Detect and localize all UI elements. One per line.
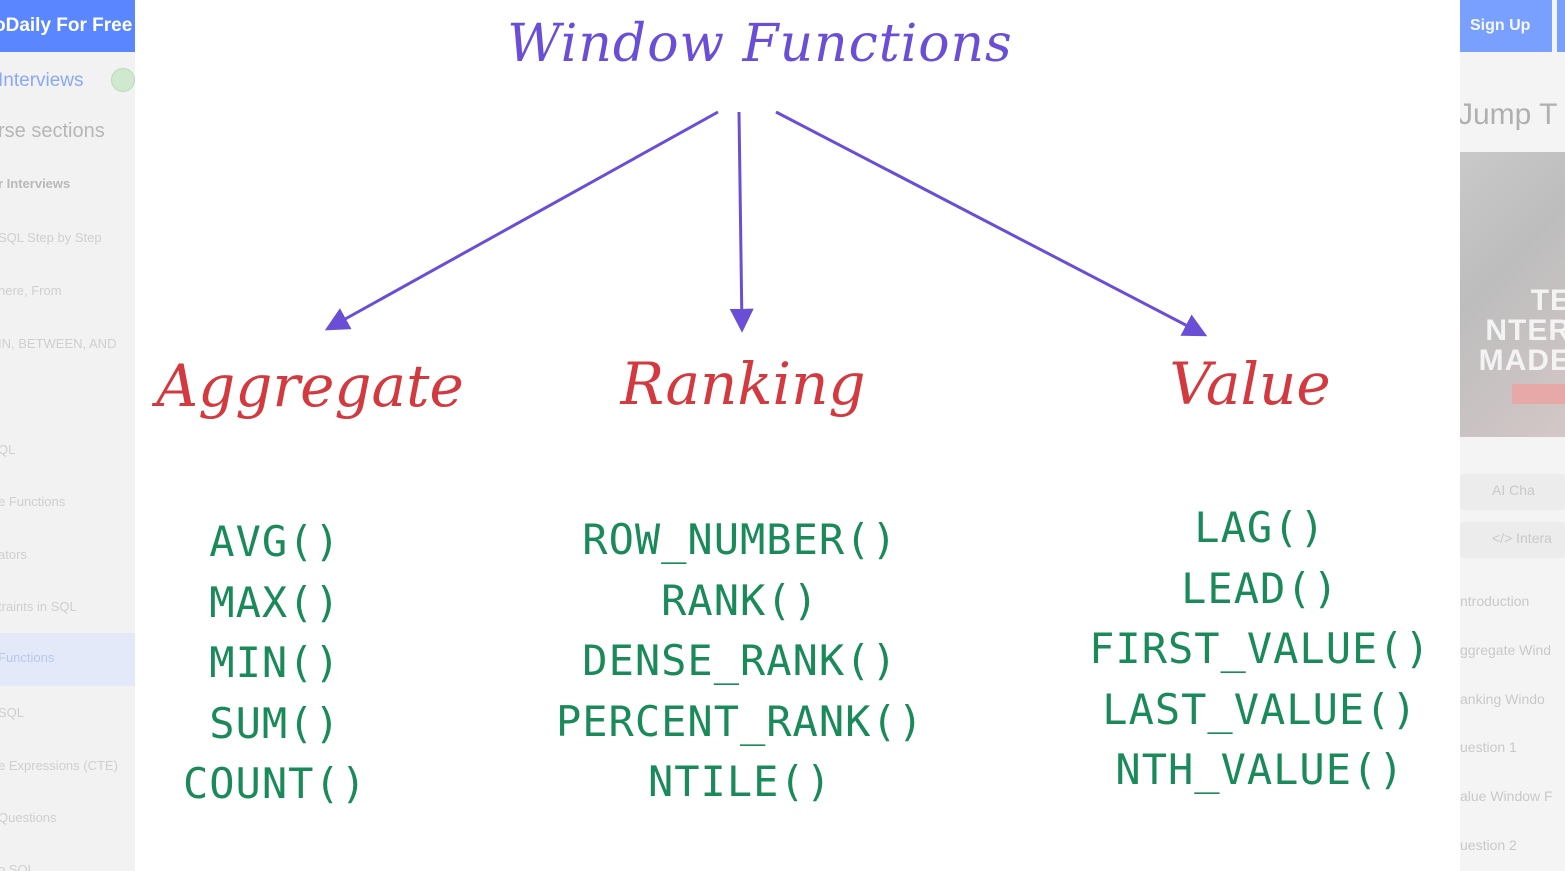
promo-image-text: TE <box>1530 284 1565 317</box>
category-ranking: Ranking <box>620 350 866 418</box>
aggregate-functions-list: AVG() MAX() MIN() SUM() COUNT() <box>155 512 395 815</box>
badge-icon <box>111 68 135 92</box>
window-functions-diagram: Window Functions Aggregate Ranking Value… <box>135 0 1460 871</box>
sidebar-item[interactable]: IN, BETWEEN, AND <box>0 336 117 351</box>
sidebar-item[interactable]: SQL Step by Step <box>0 230 102 245</box>
jump-to-title: Jump T <box>1460 98 1558 131</box>
function-label: LAST_VALUE() <box>1102 684 1418 734</box>
category-aggregate: Aggregate <box>156 352 464 420</box>
diagram-title: Window Functions <box>507 14 1013 74</box>
arrow-to-ranking <box>729 111 754 333</box>
function-label: LAG() <box>1194 503 1326 552</box>
promo-image-text: NTER <box>1485 314 1565 347</box>
sidebar-item[interactable]: o SQL <box>0 862 35 871</box>
promo-image-text: MADE <box>1478 344 1565 377</box>
sidebar-group-heading[interactable]: r Interviews <box>0 176 71 191</box>
function-label: NTH_VALUE() <box>1115 745 1405 794</box>
function-label: NTILE() <box>647 757 832 806</box>
promo-image-button <box>1512 384 1565 404</box>
toc-item[interactable]: ggregate Wind <box>1460 642 1552 658</box>
value-functions-list: LAG() LEAD() FIRST_VALUE() LAST_VALUE() … <box>1060 498 1460 801</box>
sidebar-item-active[interactable]: Functions <box>0 633 135 686</box>
arrow-to-value <box>775 110 1208 337</box>
arrow-to-aggregate <box>324 110 719 331</box>
sidebar-item[interactable]: e Expressions (CTE) <box>0 758 118 773</box>
sidebar-item[interactable]: SQL <box>0 705 25 720</box>
sidebar-item[interactable]: QL <box>0 442 16 457</box>
function-label: MIN() <box>209 638 341 687</box>
function-label: DENSE_RANK() <box>582 636 898 685</box>
toc-item[interactable]: ntroduction <box>1460 593 1530 609</box>
diagram-arrows <box>324 110 1208 337</box>
function-label: PERCENT_RANK() <box>555 696 924 746</box>
sidebar-item[interactable]: traints in SQL <box>0 599 77 614</box>
function-label: LEAD() <box>1181 563 1339 613</box>
function-label: MAX() <box>209 577 341 627</box>
sign-up-button[interactable]: Sign Up <box>1460 0 1552 52</box>
toc-item[interactable]: alue Window F <box>1460 788 1553 804</box>
ranking-functions-list: ROW_NUMBER() RANK() DENSE_RANK() PERCENT… <box>515 510 965 813</box>
toc-item[interactable]: anking Windo <box>1460 691 1545 707</box>
sidebar-item[interactable]: nere, From <box>0 283 62 298</box>
toc-item[interactable]: uestion 2 <box>1460 837 1517 853</box>
interactive-button[interactable]: </> Intera <box>1460 522 1565 558</box>
ai-chat-button[interactable]: AI Cha <box>1460 474 1565 510</box>
course-sections-title: rse sections <box>0 120 105 142</box>
sidebar-item[interactable]: e Functions <box>0 494 66 509</box>
ai-chat-label: AI Cha <box>1492 482 1535 498</box>
function-label: SUM() <box>209 698 341 748</box>
sidebar-item-label: Functions <box>0 650 55 665</box>
function-label: FIRST_VALUE() <box>1089 624 1431 673</box>
function-label: COUNT() <box>182 759 367 808</box>
left-sidebar: oDaily For Free Interviews rse sections … <box>0 0 135 871</box>
promo-banner[interactable]: oDaily For Free <box>0 0 135 52</box>
interviews-link[interactable]: Interviews <box>0 70 84 91</box>
interactive-label: </> Intera <box>1492 530 1552 546</box>
toc-item[interactable]: uestion 1 <box>1460 739 1517 755</box>
right-sidebar: Sign Up Jump T TE NTER MADE AI Cha </> I… <box>1460 0 1565 871</box>
header-button[interactable] <box>1557 0 1565 52</box>
function-label: AVG() <box>209 517 341 566</box>
function-label: ROW_NUMBER() <box>582 515 898 564</box>
category-value: Value <box>1169 350 1331 418</box>
sidebar-item[interactable]: ators <box>0 547 27 562</box>
promo-image[interactable]: TE NTER MADE <box>1460 152 1565 437</box>
function-label: RANK() <box>661 575 819 625</box>
sidebar-item[interactable]: Questions <box>0 810 57 825</box>
